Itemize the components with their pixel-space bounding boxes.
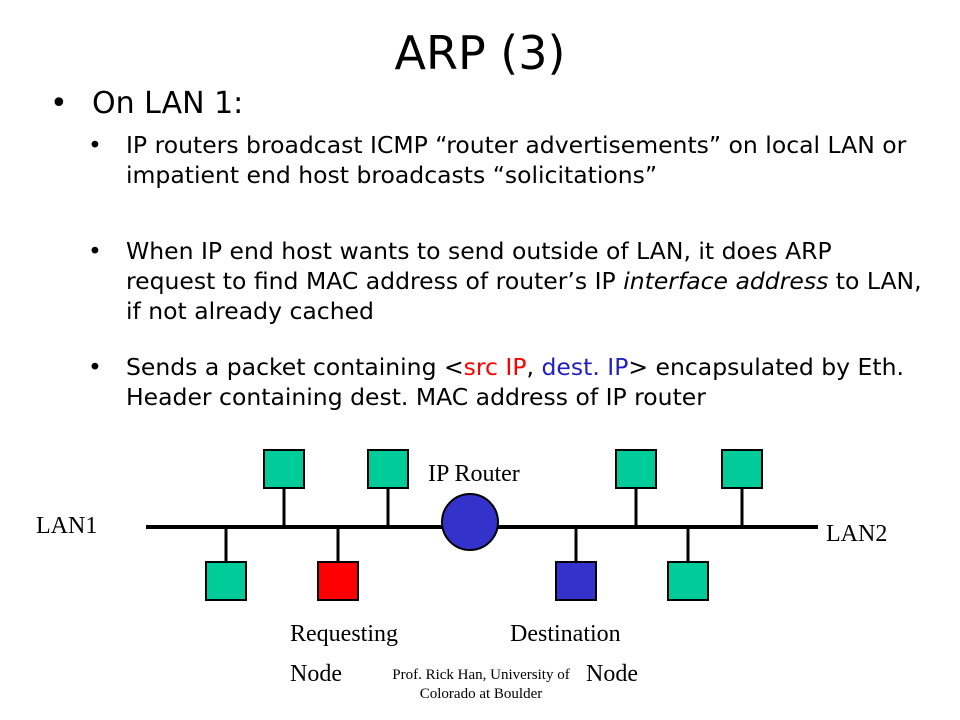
footer-line-1: Prof. Rick Han, University of	[392, 667, 570, 683]
host-node	[721, 449, 763, 489]
bullet-dot: •	[88, 237, 102, 265]
requesting-label-line1: Requesting	[290, 621, 398, 647]
destination-label-line2: Node	[586, 661, 638, 687]
main-bullet-text: On LAN 1:	[92, 86, 244, 121]
footer-line-2: Colorado at Boulder	[419, 686, 543, 702]
interface-address-italic: interface address	[623, 267, 829, 295]
slide-footer: Prof. Rick Han, University of Colorado a…	[368, 666, 594, 704]
host-node	[667, 561, 709, 601]
host-node	[263, 449, 305, 489]
lan2-label: LAN2	[826, 521, 888, 547]
sub-bullet-1-text: IP routers broadcast ICMP “router advert…	[126, 131, 907, 189]
ip-router	[441, 493, 499, 551]
destination-label-line1: Destination	[510, 621, 621, 647]
requesting-node	[317, 561, 359, 601]
sub-bullet-3-text: Sends a packet containing <src IP, dest.…	[126, 353, 904, 411]
router-label: IP Router	[428, 461, 520, 487]
bullet-dot: •	[88, 353, 102, 381]
bullet-dot: •	[50, 86, 68, 121]
lan1-label: LAN1	[36, 513, 98, 539]
bullet-dot: •	[88, 131, 102, 159]
destination-node	[555, 561, 597, 601]
sub-bullet-2-text: When IP end host wants to send outside o…	[126, 237, 922, 325]
requesting-label-line2: Node	[290, 661, 342, 687]
host-node	[205, 561, 247, 601]
dest-ip-text: dest. IP	[541, 353, 629, 381]
host-node	[367, 449, 409, 489]
src-ip-text: src IP	[463, 353, 527, 381]
host-node	[615, 449, 657, 489]
slide-title: ARP (3)	[394, 26, 566, 80]
